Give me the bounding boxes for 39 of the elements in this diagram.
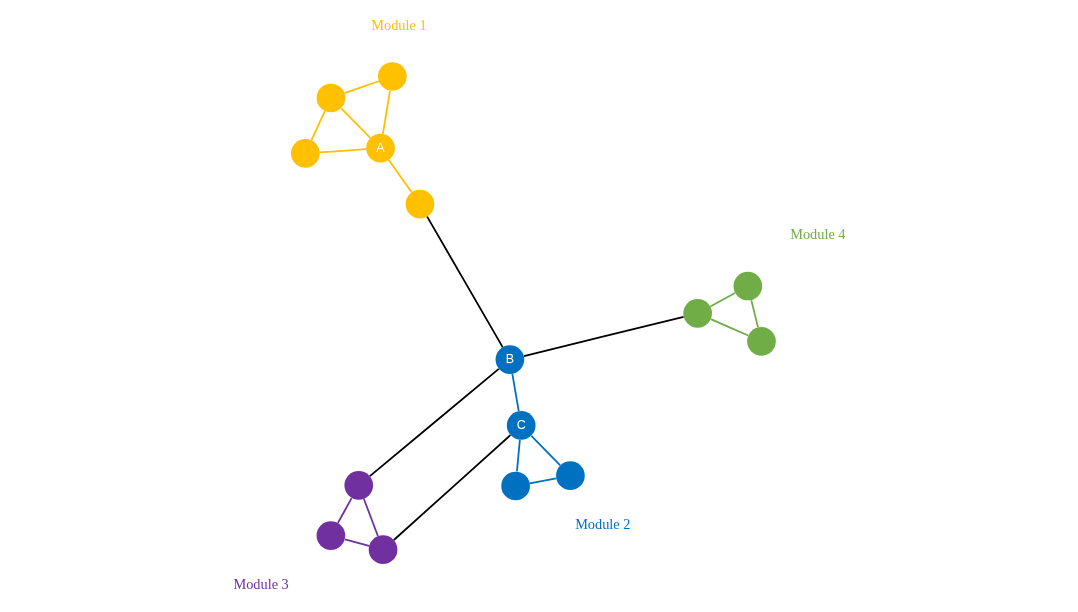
connector <box>530 434 561 467</box>
connector <box>708 292 736 308</box>
connector <box>336 497 352 524</box>
connector <box>709 318 749 337</box>
node-circle <box>733 271 762 301</box>
node-circle <box>555 461 585 490</box>
connector <box>425 215 504 348</box>
node-circle <box>316 83 345 113</box>
node-circle <box>500 471 530 501</box>
connector <box>387 159 412 194</box>
connector <box>515 438 521 473</box>
connector <box>362 498 379 537</box>
connector <box>318 148 367 154</box>
label: Module 2 <box>574 516 630 533</box>
node-circle <box>290 139 320 168</box>
label: Module 3 <box>232 576 289 593</box>
node-circle <box>343 471 373 500</box>
connector <box>368 367 500 477</box>
connector <box>510 372 520 413</box>
connector <box>749 299 759 329</box>
node-circle <box>377 62 407 91</box>
node-circle: B <box>495 345 524 374</box>
label: Module 1 <box>370 16 427 33</box>
connector <box>528 477 557 485</box>
node-circle <box>316 521 345 550</box>
connector <box>522 315 684 357</box>
node-circle: A <box>365 133 395 163</box>
node-circle <box>368 535 397 564</box>
label: Module 4 <box>789 226 846 243</box>
node-circle: C <box>506 411 536 440</box>
connector <box>392 434 511 541</box>
connector <box>309 110 326 142</box>
node-circle <box>682 299 712 328</box>
node-circle <box>746 327 776 356</box>
connector <box>343 80 380 95</box>
connector <box>381 89 391 135</box>
connector <box>339 107 371 139</box>
node-circle <box>405 189 434 219</box>
connector <box>343 538 370 547</box>
